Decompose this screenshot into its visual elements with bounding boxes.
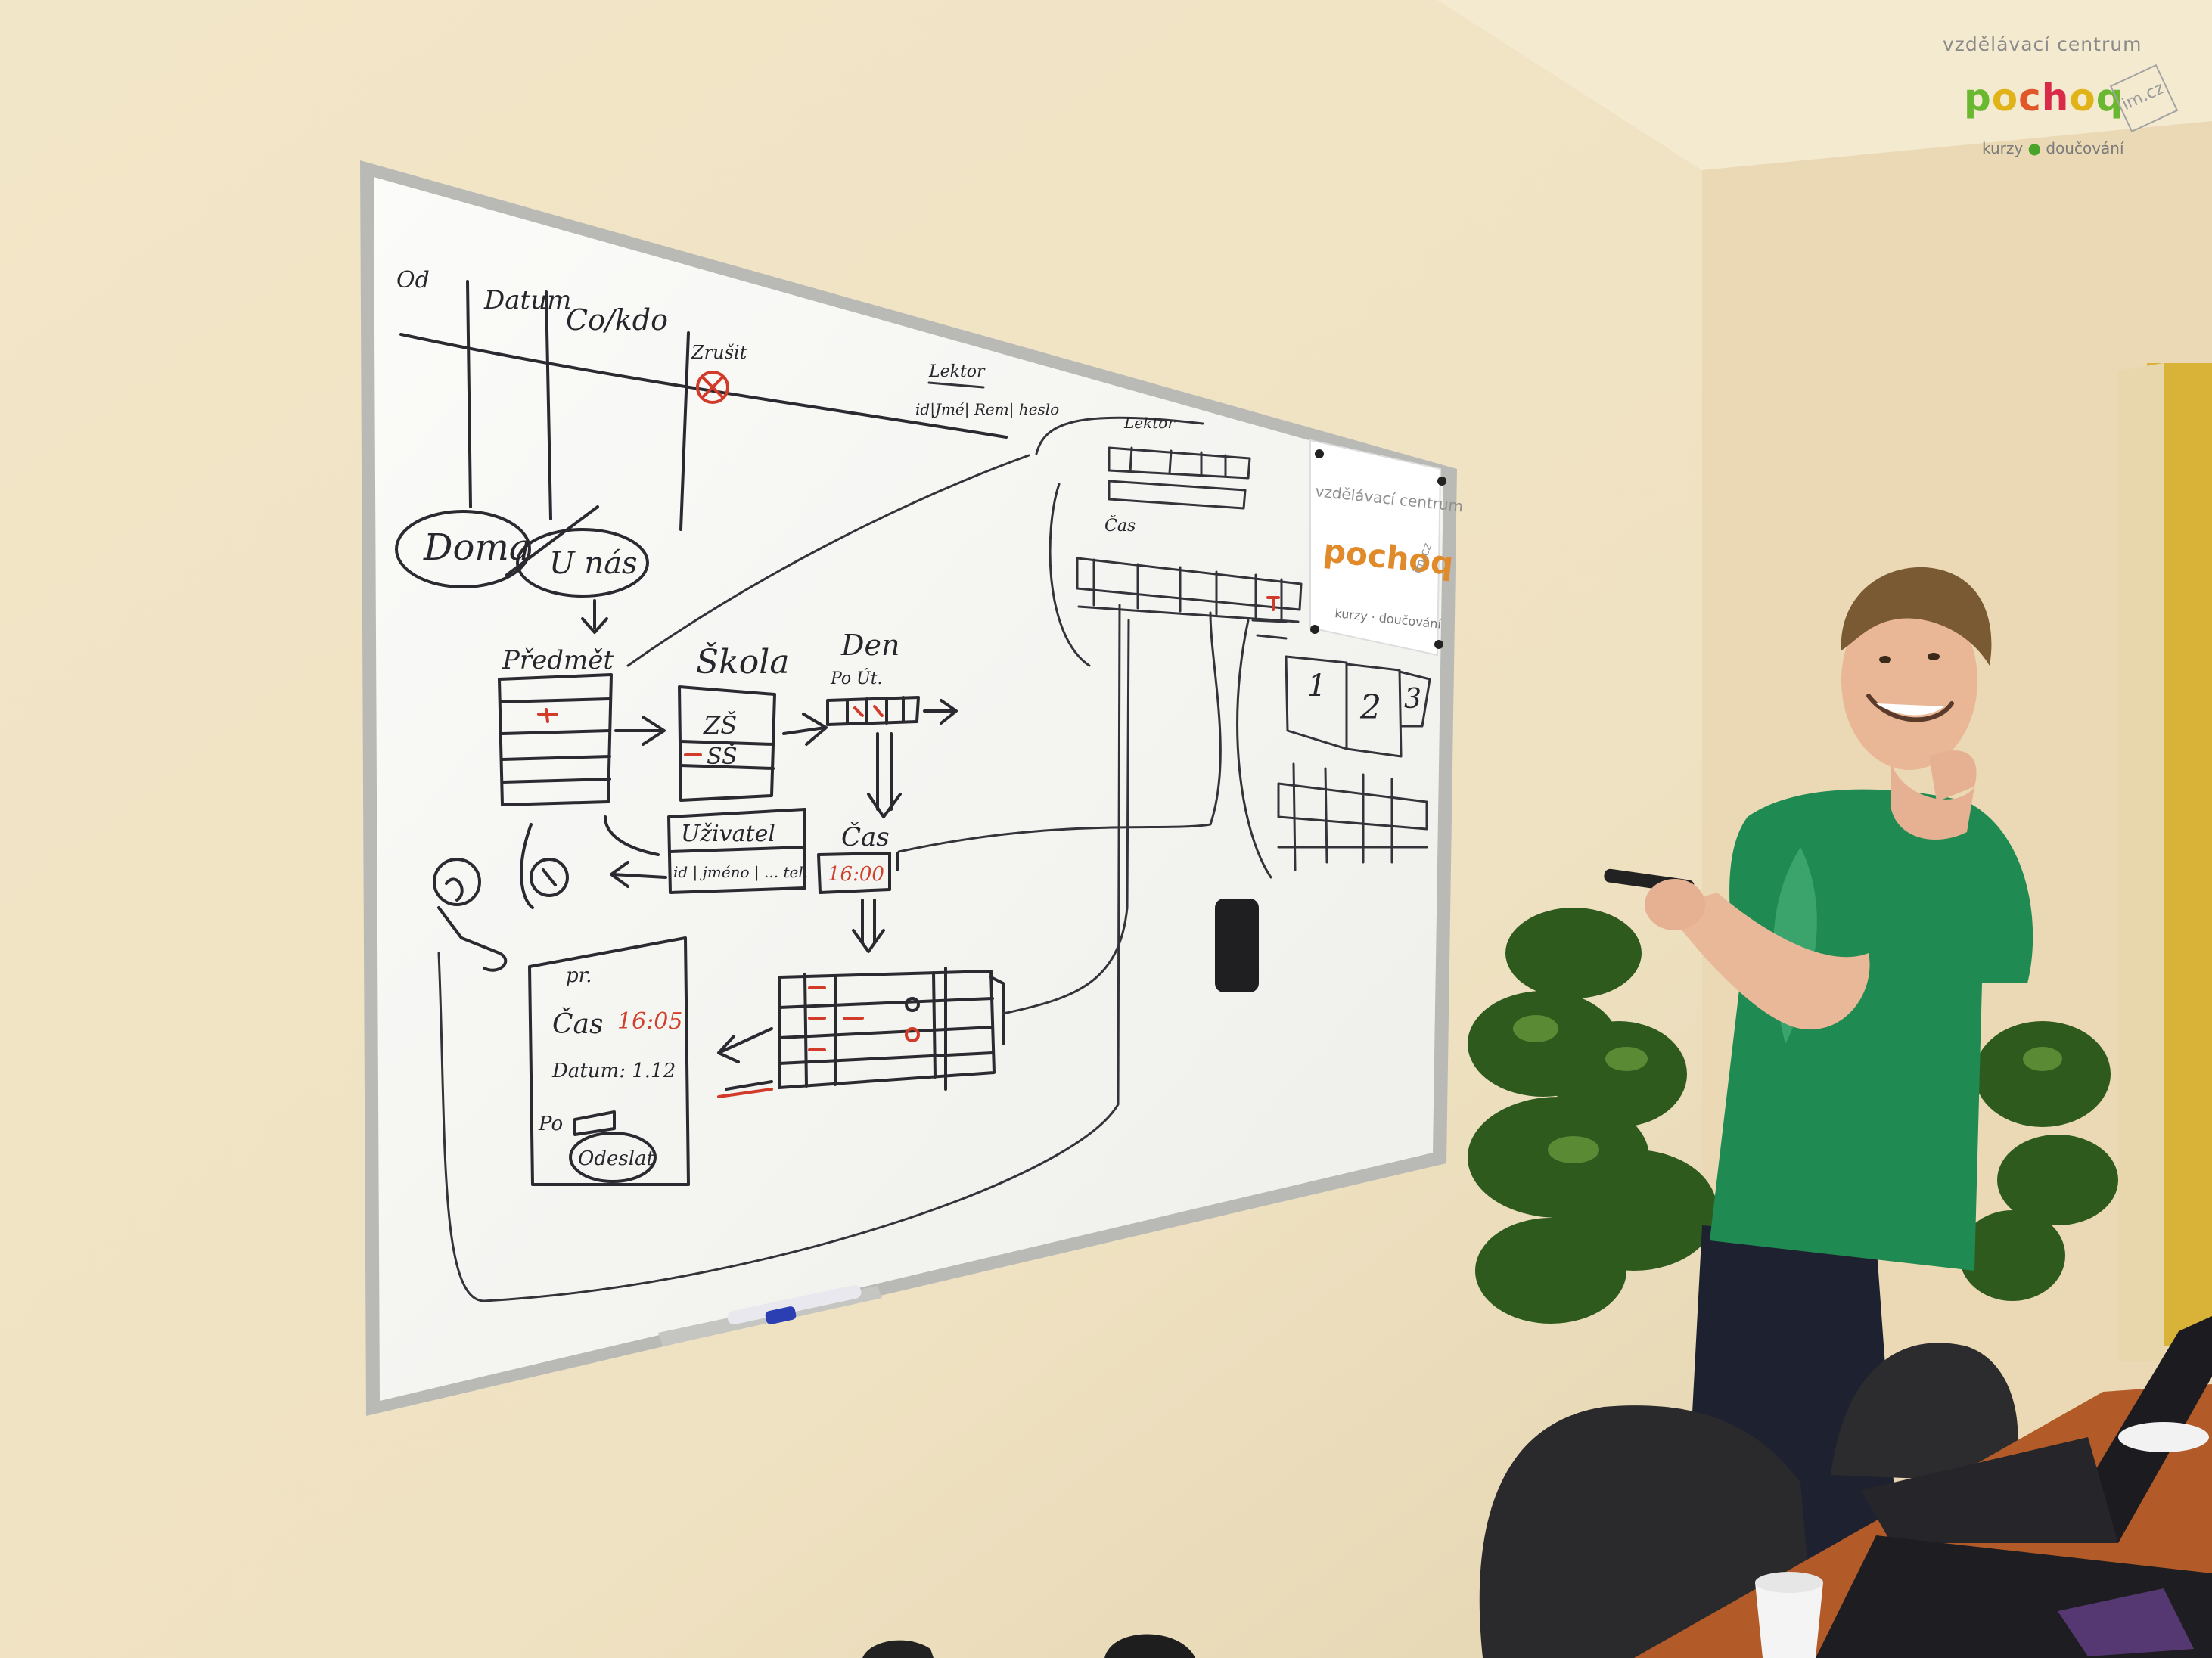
connector-curves (437, 416, 1272, 1302)
header-table (399, 280, 1008, 531)
room-1: 1 (1307, 669, 1326, 703)
chair-top (862, 1640, 934, 1658)
watermark-letter: h (2041, 76, 2070, 120)
header-cell-zrusit: Zrušit (691, 342, 747, 363)
top-table-fields: id|Jmé| Rem| heslo (915, 400, 1059, 419)
watermark-logo: pochoq (1964, 76, 2124, 120)
mug-rim (1755, 1572, 1823, 1593)
card-date: Datum: 1.12 (551, 1060, 676, 1082)
poster (1309, 439, 1446, 657)
header-cell-datum: Datum (483, 285, 571, 315)
right-small-table (1277, 762, 1428, 871)
rooms-sketch (1285, 655, 1431, 758)
time-table-label: Čas (1104, 515, 1136, 536)
bubble-doma-label: Doma (423, 526, 531, 569)
mug (1755, 1582, 1823, 1658)
room-2: 2 (1359, 688, 1381, 727)
watermark-letter: o (2069, 76, 2096, 120)
node-time-title: Čas (841, 821, 890, 852)
node-school-box (678, 685, 828, 802)
marker-cap (765, 1306, 797, 1324)
bag-top (1104, 1634, 1195, 1658)
card-button-label: Odeslat (578, 1147, 655, 1170)
lektor-label: Lektor (1123, 414, 1176, 432)
watermark-letter: c (2018, 76, 2042, 120)
lektor-table (1108, 446, 1251, 510)
whiteboard-surface (374, 177, 1443, 1401)
school-row-zs: ZŠ (703, 711, 737, 740)
node-day-box (826, 696, 958, 818)
watermark-bottom: kurzy ● doučování (1982, 139, 2124, 157)
node-subject-title: Předmět (502, 645, 614, 675)
watermark-letter: q (2095, 76, 2124, 120)
card-po: Po (538, 1113, 563, 1135)
bubble-u-nas (516, 528, 649, 598)
header-cell-od: Od (396, 267, 430, 293)
node-subject-box (498, 673, 666, 806)
phone-card (528, 936, 690, 1186)
node-school-title: Škola (696, 641, 790, 682)
house-icon: ● (2027, 139, 2042, 157)
watermark-top-text: vzdělávací centrum (1943, 33, 2142, 55)
node-time-value: 16:00 (828, 863, 884, 886)
node-time-box (817, 852, 899, 953)
watermark-bottom-right: doučování (2046, 139, 2124, 157)
node-day-title: Den (840, 629, 899, 662)
laptop-1-base (1861, 1437, 2118, 1543)
node-user-title: Uživatel (681, 821, 775, 847)
card-title: Čas (552, 1008, 603, 1040)
watermark-bottom-left: kurzy (1982, 139, 2024, 157)
doorframe (2118, 363, 2164, 1361)
school-row-ss: SŠ (707, 743, 738, 770)
marker-pen (727, 1284, 862, 1325)
plant (1468, 908, 2118, 1324)
laptop-2-glow (2058, 1588, 2194, 1656)
ceiling (1437, 0, 2212, 170)
schedule-grid (717, 967, 1005, 1098)
paper-sheet (2118, 1422, 2209, 1452)
node-day-subtitle: Po Út. (830, 668, 883, 688)
chair-back-2 (1831, 1343, 2018, 1483)
card-time: 16:05 (617, 1008, 682, 1035)
bubble-u-nas-label: U nás (549, 546, 638, 581)
person-sketch (433, 823, 569, 972)
plant-highlights (1513, 1015, 2062, 1163)
time-table (1076, 557, 1303, 640)
bubble-doma (395, 510, 531, 588)
room-3: 3 (1404, 684, 1421, 715)
header-cell-co-kdo: Co/kdo (566, 303, 668, 337)
node-user-box (604, 808, 806, 894)
node-user-fields: id | jméno | ... tel. (673, 863, 808, 882)
top-table-label: Lektor (928, 362, 986, 381)
watermark-letter: p (1964, 76, 1992, 120)
card-dots: pr. (566, 964, 592, 987)
wall-device (1215, 899, 1259, 992)
chair-back (1479, 1405, 1816, 1658)
watermark-letter: o (1991, 76, 2019, 120)
